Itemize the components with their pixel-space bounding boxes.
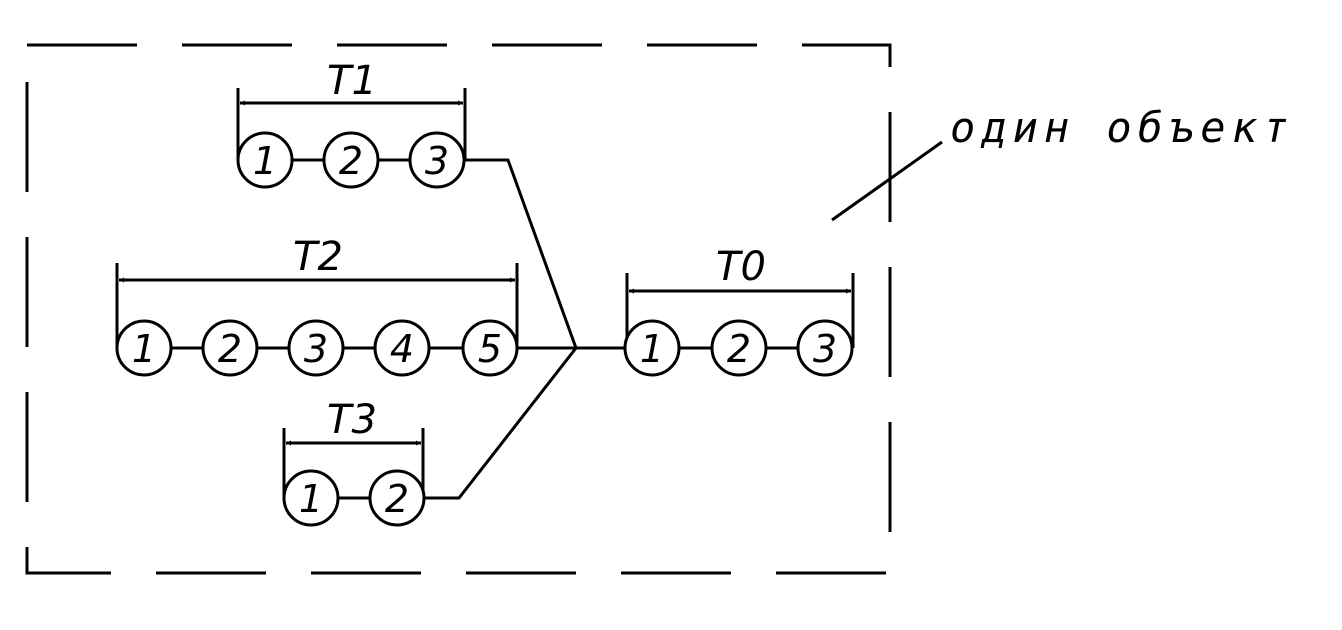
t1-node-3-label: 3 — [425, 139, 449, 183]
t1-node-1 — [236, 131, 294, 189]
t1-merge-line — [464, 158, 578, 349]
group-t2: T2 1 2 3 4 5 — [115, 234, 519, 377]
t1-label: T1 — [327, 58, 377, 104]
t0-node-1 — [623, 319, 681, 377]
t0-node-2 — [710, 319, 768, 377]
t3-label: T3 — [327, 397, 377, 443]
group-t3: T3 1 2 — [282, 397, 426, 527]
annotation-leader — [831, 140, 943, 222]
t2-node-3-label: 3 — [304, 327, 328, 371]
t3-node-1 — [282, 469, 340, 527]
t3-node-2-label: 2 — [385, 477, 409, 521]
object-boundary — [25, 43, 892, 575]
t1-node-2-label: 2 — [339, 139, 363, 183]
t2-node-2 — [201, 319, 259, 377]
group-t1: T1 1 2 3 — [236, 58, 467, 189]
group-t0: T0 1 2 3 — [623, 244, 855, 377]
t2-node-3 — [287, 319, 345, 377]
t2-node-4 — [373, 319, 431, 377]
annotation-text: один объект — [950, 103, 1294, 152]
t3-node-1-label: 1 — [299, 477, 323, 521]
t2-node-4-label: 4 — [390, 327, 414, 371]
t2-label: T2 — [293, 234, 343, 280]
t1-node-1-label: 1 — [253, 139, 277, 183]
t0-node-3-label: 3 — [813, 327, 837, 371]
t2-node-1-label: 1 — [132, 327, 156, 371]
t2-node-5-label: 5 — [478, 327, 502, 371]
t0-node-3 — [796, 319, 854, 377]
t0-node-2-label: 2 — [727, 327, 751, 371]
t0-node-1-label: 1 — [640, 327, 664, 371]
t2-node-1 — [115, 319, 173, 377]
t2-node-2-label: 2 — [218, 327, 242, 371]
t3-merge-line — [424, 347, 578, 500]
t0-label: T0 — [716, 244, 766, 290]
t1-node-2 — [322, 131, 380, 189]
